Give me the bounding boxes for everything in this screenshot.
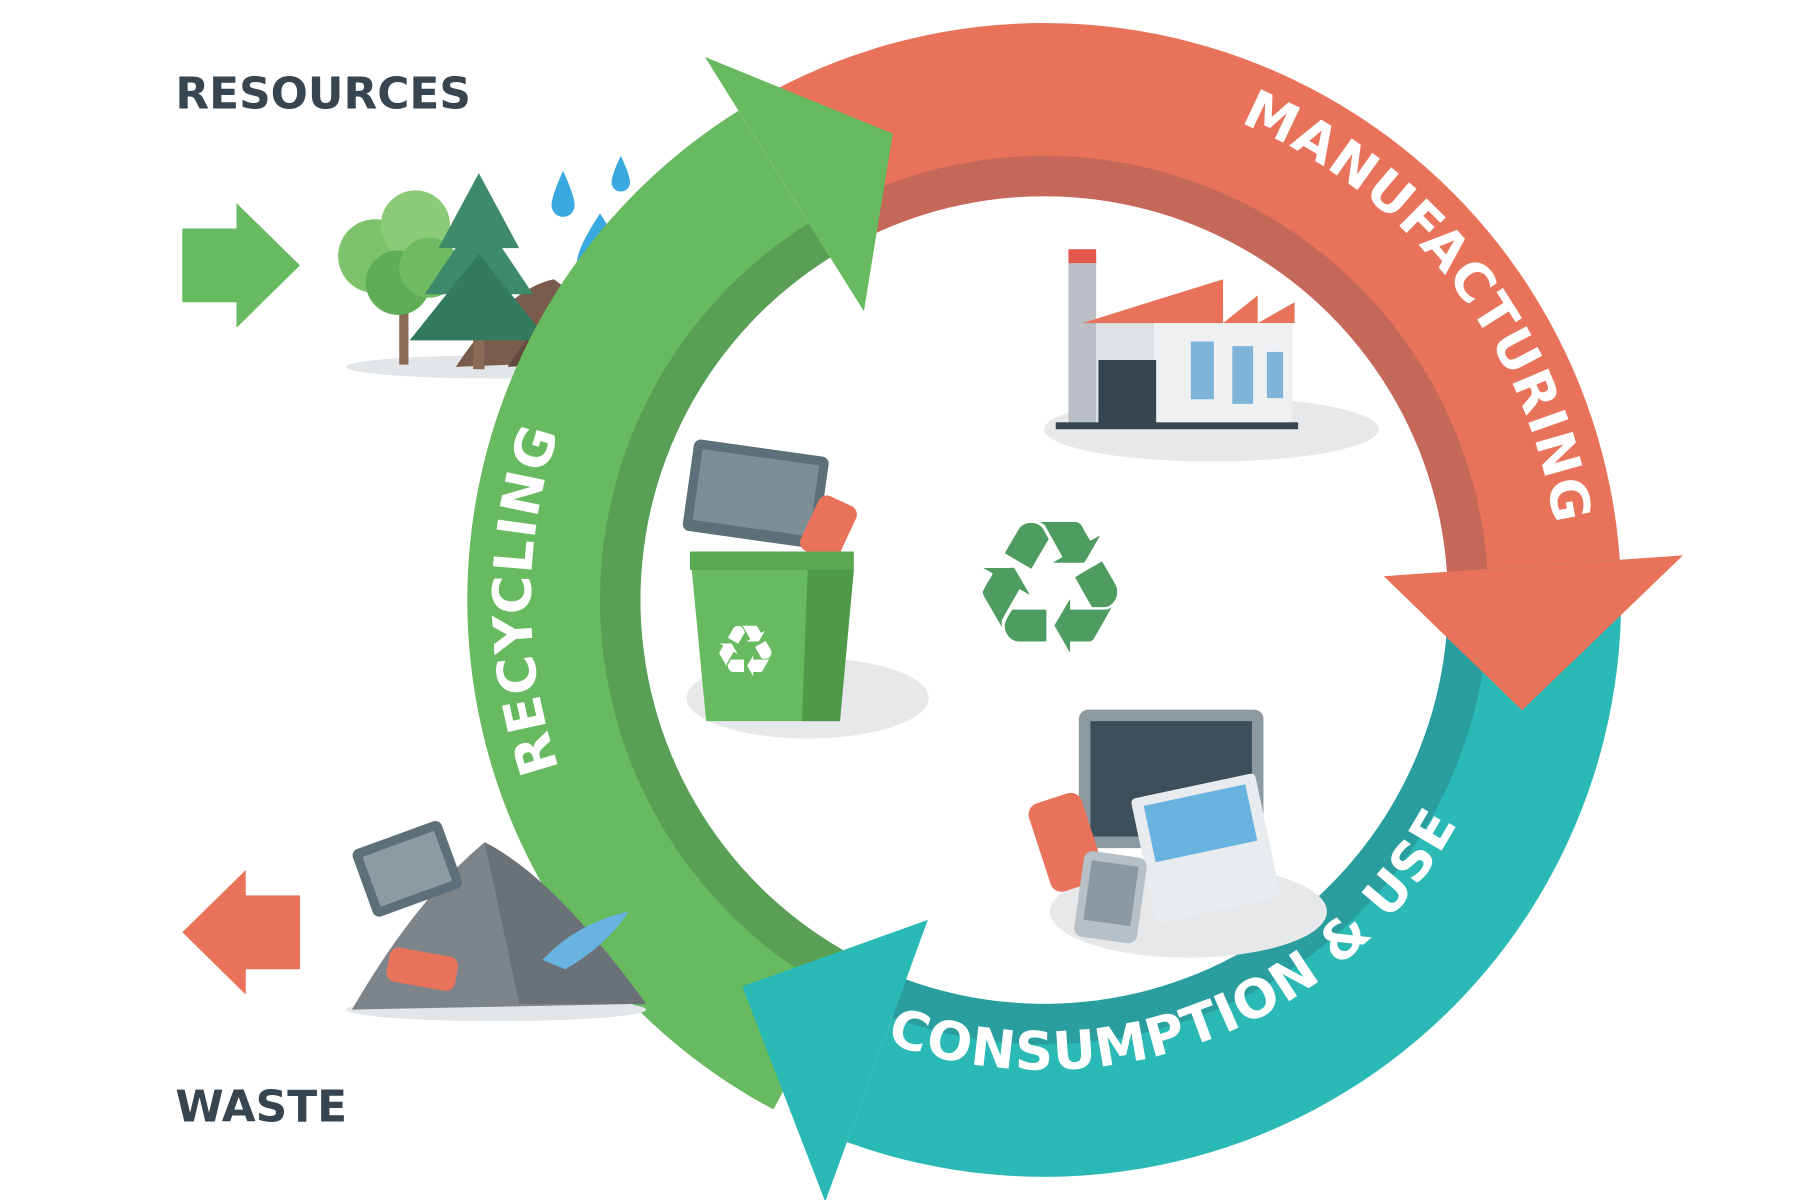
factory-icon <box>1044 249 1379 462</box>
recycle-symbol-icon: ♻ <box>967 481 1133 696</box>
manufacturing-arrowhead <box>1383 555 1683 711</box>
devices-icon <box>1028 709 1327 958</box>
manufacturing-arc-inner <box>835 155 1488 572</box>
resources-label: RESOURCES <box>175 68 471 119</box>
arrow-out-icon <box>182 870 300 995</box>
trees-icon <box>338 173 549 370</box>
waste-label: WASTE <box>175 1082 347 1133</box>
recycle-bin-icon: ♻ <box>682 439 929 739</box>
recycling-arc-inner <box>600 223 855 993</box>
svg-text:♻: ♻ <box>713 610 777 693</box>
arrow-in-icon <box>182 203 300 328</box>
resources-illustration <box>338 155 647 379</box>
consumption-arrowhead <box>742 919 928 1200</box>
consumption-arc-inner <box>892 538 1489 1045</box>
waste-pile-icon <box>346 821 647 1022</box>
recycling-arc <box>467 110 855 1110</box>
cycle-ring <box>467 23 1683 1200</box>
svg-text:♻: ♻ <box>967 481 1133 696</box>
recycling-arrowhead <box>704 56 893 312</box>
